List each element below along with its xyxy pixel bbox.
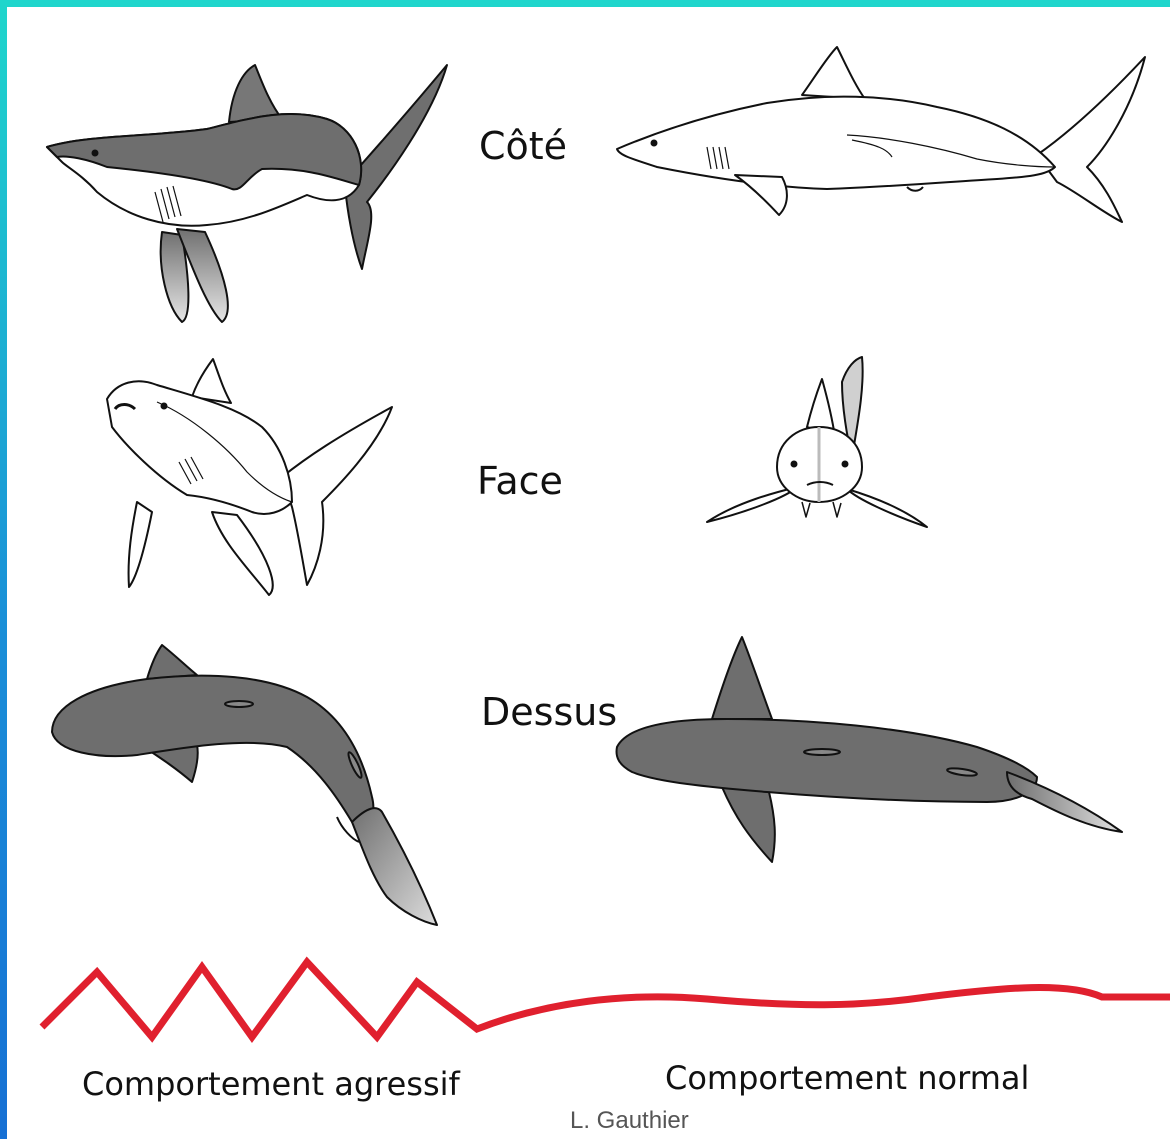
author-credit: L. Gauthier bbox=[570, 1107, 689, 1134]
shark-front-aggressive-icon bbox=[107, 359, 392, 595]
shark-top-aggressive-icon bbox=[52, 645, 437, 925]
figure-panel: Côté Face bbox=[7, 7, 1170, 1139]
swimming-path-line bbox=[42, 962, 1170, 1037]
shark-top-normal-icon bbox=[617, 637, 1122, 862]
aggressive-caption: Comportement agressif bbox=[82, 1065, 461, 1103]
front-view-label: Face bbox=[477, 459, 563, 503]
top-view-label: Dessus bbox=[481, 690, 617, 734]
shark-side-normal-icon bbox=[617, 47, 1145, 222]
shark-behavior-diagram: Côté Face bbox=[7, 7, 1170, 1139]
shark-front-normal-icon bbox=[707, 357, 927, 527]
normal-caption: Comportement normal bbox=[665, 1059, 1029, 1097]
side-view-label: Côté bbox=[479, 124, 567, 168]
shark-side-aggressive-icon bbox=[47, 65, 447, 322]
